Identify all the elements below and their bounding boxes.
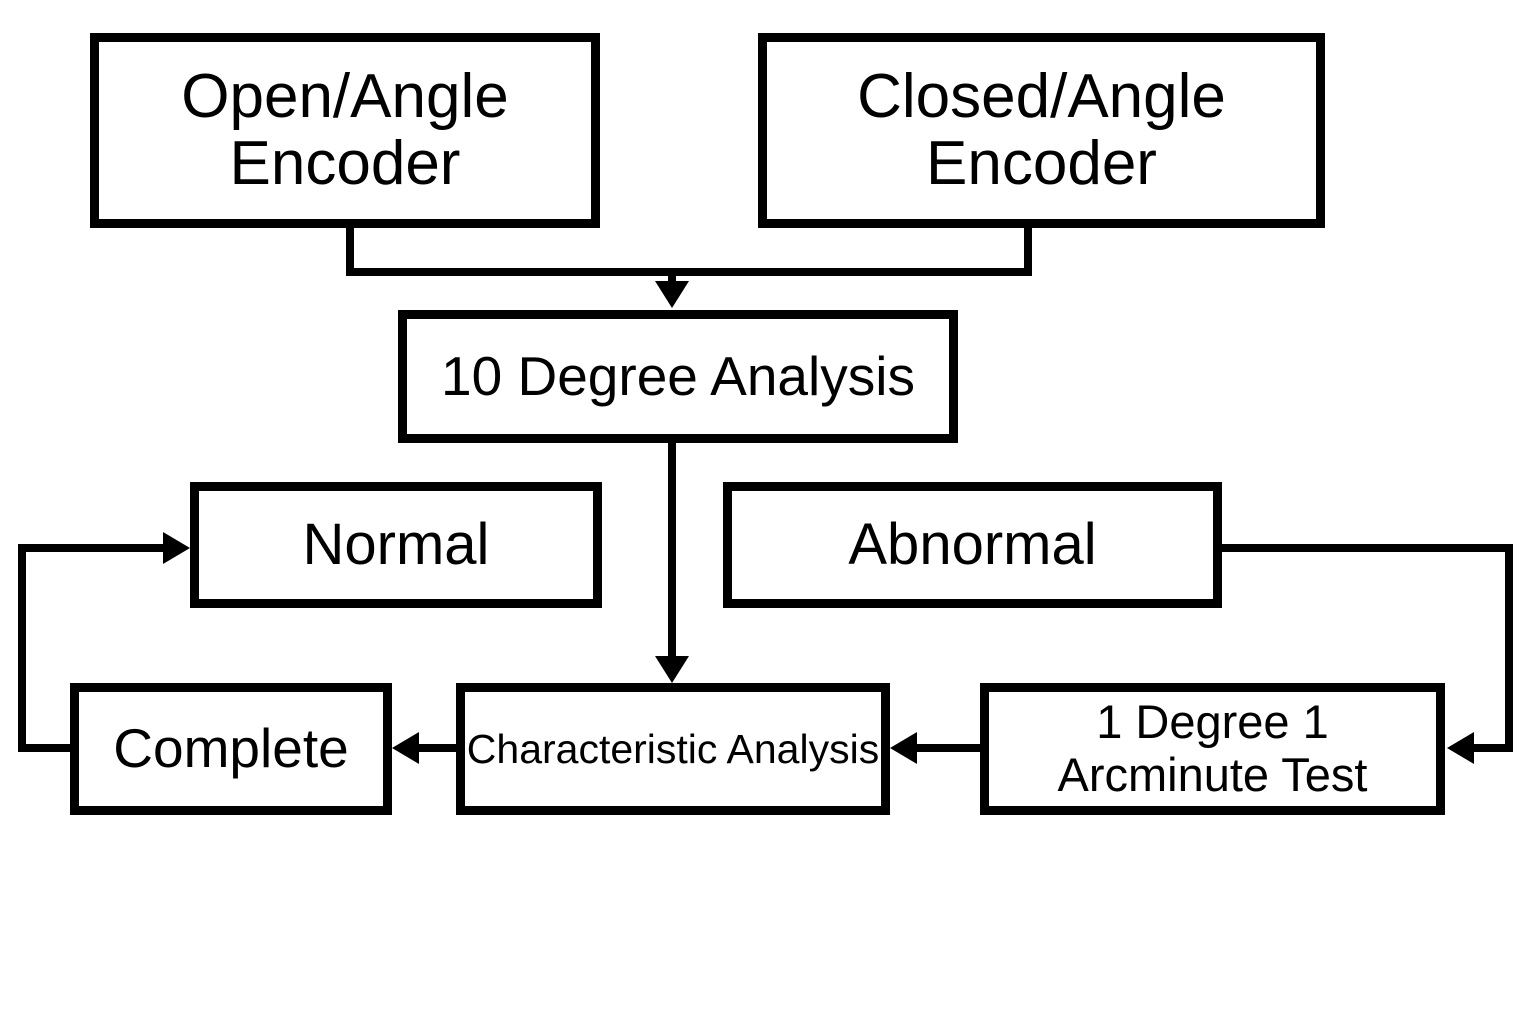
node-abnormal: Abnormal xyxy=(723,482,1222,608)
edge-merge-to-ten-degree xyxy=(668,268,676,286)
arrowhead-into-complete xyxy=(392,732,419,764)
edge-into-normal-stem xyxy=(18,544,166,552)
edge-encoders-merge-line xyxy=(346,268,1032,276)
node-normal: Normal xyxy=(190,482,602,608)
arrowhead-into-one-degree xyxy=(1447,732,1474,764)
edge-complete-up-line xyxy=(18,544,26,752)
arrowhead-into-ten-degree xyxy=(655,281,689,308)
arrowhead-into-normal xyxy=(163,532,190,564)
arrowhead-into-characteristic-top xyxy=(655,656,689,683)
node-1-degree-1-arcminute-test: 1 Degree 1 Arcminute Test xyxy=(980,683,1445,815)
node-closed-angle-encoder: Closed/Angle Encoder xyxy=(758,33,1325,228)
edge-into-one-degree-stem xyxy=(1472,744,1513,752)
edge-closed-encoder-stub xyxy=(1024,224,1032,276)
arrowhead-into-characteristic-right xyxy=(890,732,917,764)
edge-open-encoder-stub xyxy=(346,224,354,276)
node-characteristic-analysis: Characteristic Analysis xyxy=(456,683,890,815)
edge-ten-degree-to-characteristic xyxy=(668,442,676,660)
edge-characteristic-to-complete xyxy=(417,744,458,752)
node-open-angle-encoder: Open/Angle Encoder xyxy=(90,33,600,228)
edge-complete-left-line xyxy=(18,744,74,752)
edge-abnormal-down-line xyxy=(1505,544,1513,752)
edge-one-degree-to-characteristic xyxy=(915,744,982,752)
node-10-degree-analysis: 10 Degree Analysis xyxy=(398,310,958,443)
edge-abnormal-right-line xyxy=(1216,544,1513,552)
node-complete: Complete xyxy=(70,683,392,815)
